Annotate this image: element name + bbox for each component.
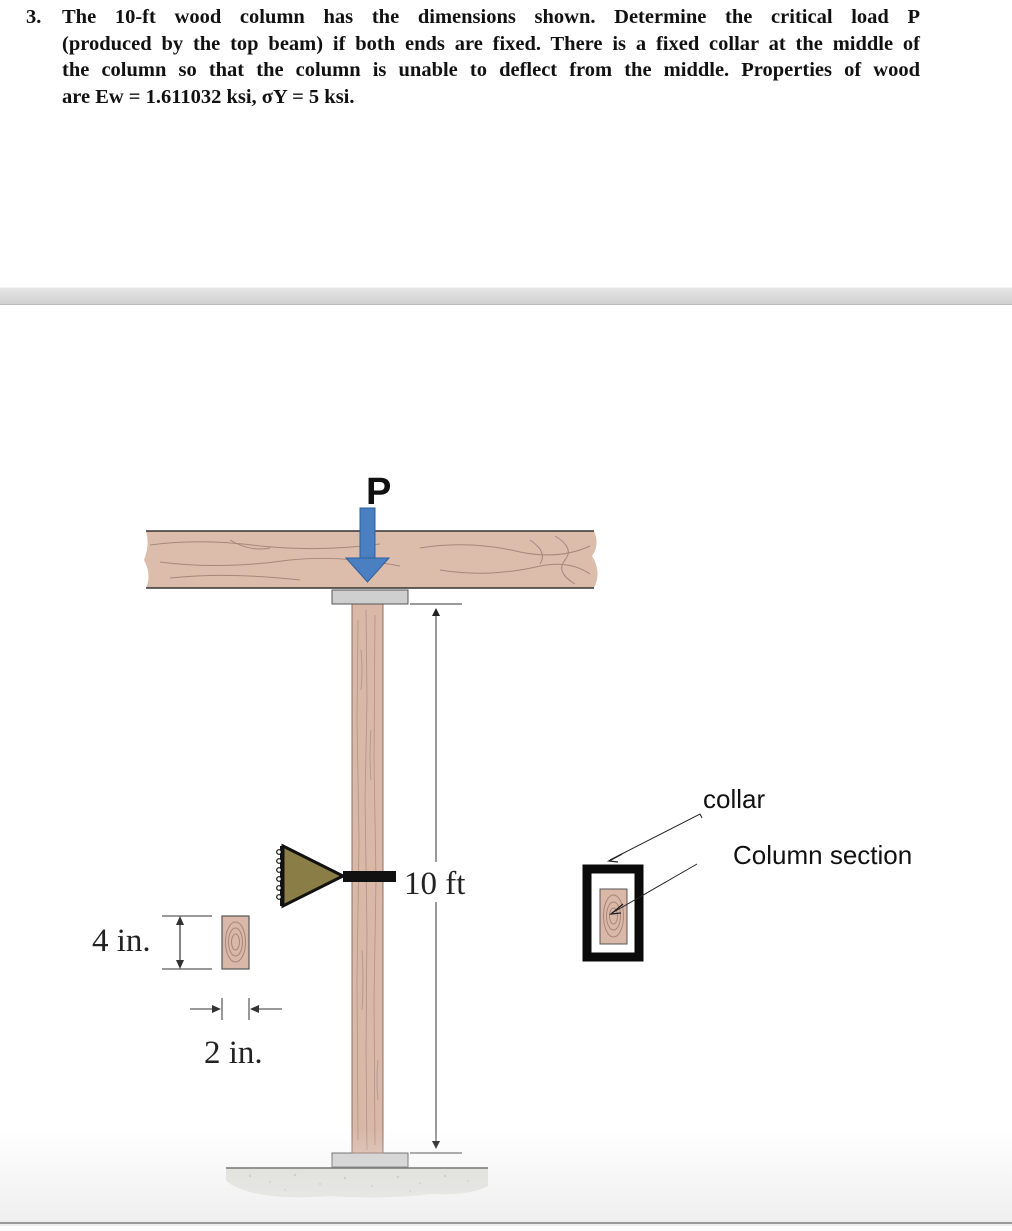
problem-number: 3. xyxy=(26,6,42,28)
section-label: Column section xyxy=(733,840,912,870)
problem-line-3: the column so that the column is unable … xyxy=(62,59,920,81)
load-arrow xyxy=(344,507,391,583)
bottom-rule xyxy=(0,1222,1012,1224)
bottom-plate xyxy=(331,1152,409,1168)
collar-support xyxy=(276,843,396,909)
section-detail xyxy=(162,915,282,1020)
problem-line-2: (produced by the top beam) if both ends … xyxy=(62,32,920,55)
column-diagram: P 10 ft xyxy=(92,471,912,1198)
depth-label: 4 in. xyxy=(92,923,151,959)
section-leader xyxy=(608,863,698,915)
problem-line-1: The 10-ft wood column has the dimensions… xyxy=(62,6,920,28)
collar-section xyxy=(582,864,644,962)
problem-line-4: are Ew = 1.611032 ksi, σY = 5 ksi. xyxy=(62,85,355,108)
length-label: 10 ft xyxy=(404,866,465,902)
column-figure: P 10 ft xyxy=(0,303,1012,1226)
ground xyxy=(226,1167,488,1198)
width-label: 2 in. xyxy=(204,1035,263,1071)
section-divider xyxy=(0,287,1012,305)
top-plate xyxy=(331,589,409,605)
load-label: P xyxy=(366,471,391,513)
collar-label: collar xyxy=(703,784,765,814)
collar-leader xyxy=(606,813,703,863)
